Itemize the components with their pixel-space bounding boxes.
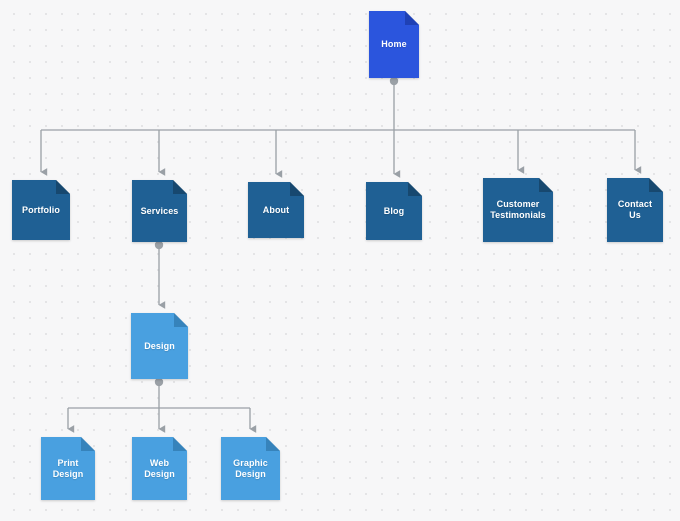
node-graphic-design[interactable]: Graphic Design [221, 437, 280, 500]
page-fold-icon [81, 437, 95, 451]
page-shape [221, 437, 280, 500]
page-shape [369, 11, 419, 78]
node-label: Blog [383, 205, 405, 216]
node-design[interactable]: Design [131, 313, 188, 379]
node-customer-testimonials[interactable]: Customer Testimonials [483, 178, 553, 242]
node-label: Services [140, 205, 179, 216]
page-fold-icon [405, 11, 419, 25]
page-shape [366, 182, 422, 240]
node-label: Graphic Design [233, 457, 268, 479]
node-portfolio[interactable]: Portfolio [12, 180, 70, 240]
node-label: Web Design [144, 457, 175, 479]
node-label: Design [144, 340, 175, 351]
page-shape [131, 313, 188, 379]
node-label: Contact Us [617, 199, 653, 220]
node-about[interactable]: About [248, 182, 304, 238]
page-shape [12, 180, 70, 240]
page-shape [41, 437, 95, 500]
junction-dot-design [154, 377, 164, 387]
junction-dot-services [154, 240, 164, 250]
page-fold-icon [173, 180, 187, 194]
page-shape [483, 178, 553, 242]
page-fold-icon [174, 313, 188, 327]
node-label: Customer Testimonials [490, 199, 546, 220]
node-label: About [262, 204, 290, 215]
node-blog[interactable]: Blog [366, 182, 422, 240]
page-shape [248, 182, 304, 238]
page-fold-icon [266, 437, 280, 451]
page-fold-icon [408, 182, 422, 196]
junction-dot-home [389, 76, 399, 86]
page-shape [607, 178, 663, 242]
page-fold-icon [539, 178, 553, 192]
page-fold-icon [173, 437, 187, 451]
page-fold-icon [290, 182, 304, 196]
junction-dots [154, 76, 399, 387]
node-label: Portfolio [22, 204, 60, 215]
node-print-design[interactable]: Print Design [41, 437, 95, 500]
page-shape [132, 437, 187, 500]
node-label: Print Design [52, 457, 84, 479]
node-services[interactable]: Services [132, 180, 187, 242]
node-label: Home [381, 39, 407, 49]
page-fold-icon [56, 180, 70, 194]
page-shape [132, 180, 187, 242]
node-home[interactable]: Home [369, 11, 419, 78]
page-fold-icon [649, 178, 663, 192]
node-contact-us[interactable]: Contact Us [607, 178, 663, 242]
node-web-design[interactable]: Web Design [132, 437, 187, 500]
